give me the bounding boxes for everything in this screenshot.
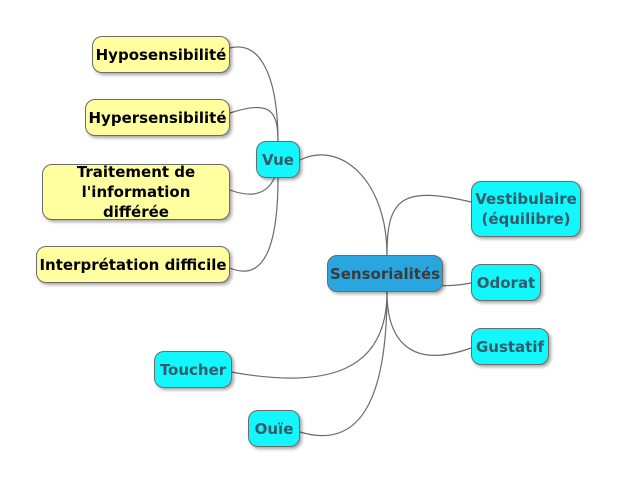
connector-vue-hyposensibilite bbox=[229, 46, 279, 143]
leaf-node-hyposensibilite[interactable]: Hyposensibilité bbox=[92, 36, 230, 73]
leaf-node-traitement-information[interactable]: Traitement de l'information différée bbox=[42, 163, 230, 221]
branch-node-vue[interactable]: Vue bbox=[256, 141, 300, 178]
connector-root-gustatif bbox=[386, 291, 472, 356]
connector-vue-hypersensibilite bbox=[229, 106, 279, 143]
leaf-node-hypersensibilite[interactable]: Hypersensibilité bbox=[85, 99, 230, 136]
branch-node-gustatif[interactable]: Gustatif bbox=[471, 328, 549, 365]
branch-node-vestibulaire[interactable]: Vestibulaire (équilibre) bbox=[471, 181, 581, 237]
connector-root-toucher bbox=[230, 291, 388, 379]
branch-node-odorat[interactable]: Odorat bbox=[471, 264, 541, 301]
connector-root-ouie bbox=[299, 291, 388, 437]
branch-node-ouie[interactable]: Ouïe bbox=[248, 410, 300, 447]
branch-node-toucher[interactable]: Toucher bbox=[154, 351, 232, 388]
leaf-node-interpretation-difficile[interactable]: Interprétation difficile bbox=[36, 246, 230, 283]
connector-root-vestibulaire bbox=[386, 194, 472, 256]
root-node-sensorialites[interactable]: Sensorialités bbox=[327, 255, 443, 292]
connector-vue-interpretation bbox=[229, 177, 279, 272]
connector-root-vue bbox=[299, 154, 388, 256]
